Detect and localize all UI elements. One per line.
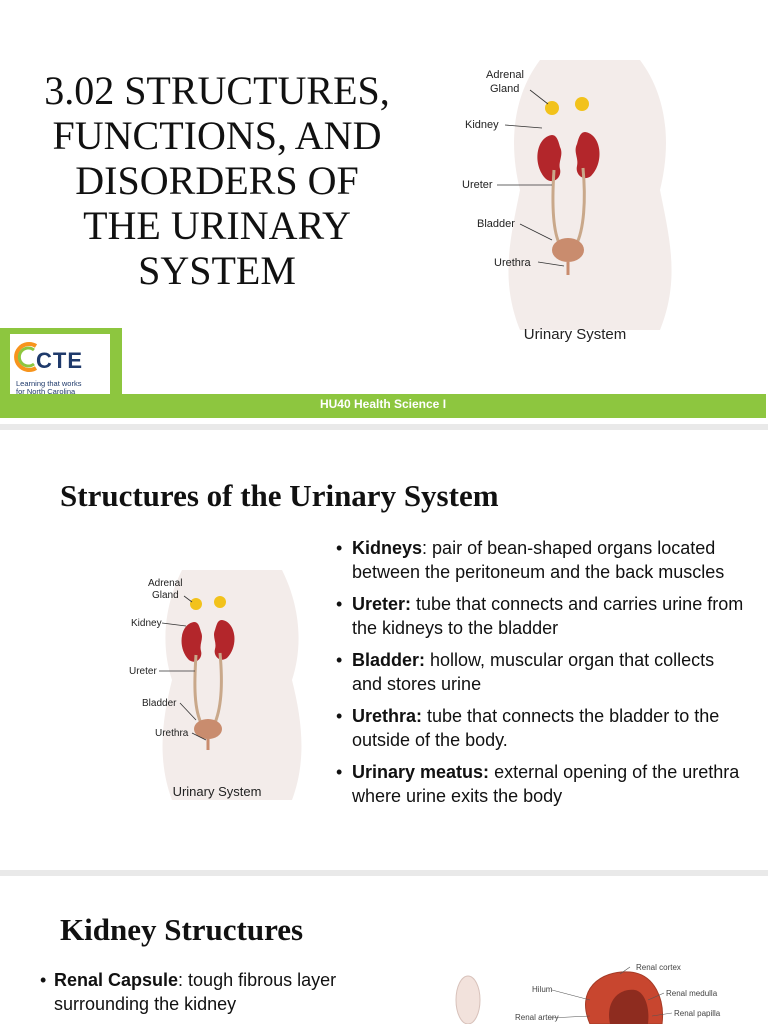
renal-medulla-shape — [609, 989, 649, 1024]
slide-title: Structures of the Urinary System — [60, 478, 499, 513]
left-kidney — [181, 622, 202, 662]
label-urethra: Urethra — [155, 728, 189, 739]
right-ureter — [574, 167, 586, 246]
label-renal-cortex: Renal cortex — [636, 963, 681, 972]
title-line: DISORDERS OF — [75, 158, 359, 203]
bladder — [552, 238, 584, 262]
label-kidney: Kidney — [465, 119, 499, 131]
label-renal-artery: Renal artery — [515, 1013, 559, 1022]
left-ureter — [551, 169, 562, 246]
adrenal-gland-left — [545, 101, 559, 115]
list-item: Ureter: tube that connects and carries u… — [336, 592, 746, 640]
left-ureter — [193, 654, 204, 726]
title-line: SYSTEM — [138, 248, 296, 293]
term: Kidneys — [352, 538, 423, 558]
structures-slide: Structures of the Urinary System Adrenal… — [0, 438, 768, 870]
logo-swirl-icon — [14, 342, 38, 372]
kidney-cross-section-illustration: Renal cortex Hilum Renal medulla Renal a… — [455, 963, 721, 1024]
label-bladder: Bladder — [477, 218, 515, 230]
term: Bladder: — [352, 650, 426, 670]
course-band: HU40 Health Science I — [0, 394, 766, 418]
urinary-system-illustration: Adrenal Gland Kidney Ureter Bladder Uret… — [462, 60, 672, 330]
adrenal-gland-right — [214, 596, 226, 608]
list-item: Urinary meatus: external opening of the … — [336, 760, 746, 808]
logo-tagline-1: Learning that works — [16, 379, 82, 388]
body-silhouette — [162, 570, 302, 800]
label-adrenal-1: Adrenal — [148, 578, 182, 589]
label-ureter: Ureter — [129, 666, 157, 677]
definition: tube that connects the bladder to the ou… — [352, 706, 720, 750]
definition: pair of bean-shaped organs located betwe… — [352, 538, 725, 582]
list-item: Renal Capsule: tough fibrous layer surro… — [40, 968, 414, 1016]
slide-divider — [0, 424, 768, 430]
body-outline — [455, 975, 481, 1024]
logo-tagline-2: for North Carolina — [16, 387, 76, 396]
figure-caption: Urinary System — [172, 784, 262, 799]
label-renal-papilla: Renal papilla — [674, 1009, 721, 1018]
term: Urethra: — [352, 706, 423, 726]
structure-list: Kidneys: pair of bean-shaped organs loca… — [336, 536, 746, 816]
body-silhouette — [508, 60, 672, 330]
definition: : tough fibrous layer surrounding the ki… — [54, 970, 337, 1014]
course-name: HU40 Health Science I — [319, 397, 447, 411]
slide-divider — [0, 870, 768, 876]
title-line: 3.02 STRUCTURES, — [44, 68, 390, 113]
right-ureter — [212, 652, 223, 726]
label-ureter: Ureter — [462, 179, 493, 191]
adrenal-gland-left — [190, 598, 202, 610]
adrenal-gland-right — [575, 97, 589, 111]
left-kidney — [537, 135, 562, 182]
label-urethra: Urethra — [494, 257, 532, 269]
list-item: Kidneys: pair of bean-shaped organs loca… — [336, 536, 746, 584]
definition: hollow, muscular organ that collects and… — [352, 650, 715, 694]
label-bladder: Bladder — [142, 698, 177, 709]
label-adrenal-1: Adrenal — [486, 69, 524, 81]
figure-caption: Urinary System — [523, 326, 627, 343]
slide-title: 3.02 STRUCTURES, FUNCTIONS, AND DISORDER… — [20, 68, 414, 293]
term-separator: : — [422, 538, 428, 558]
label-renal-medulla: Renal medulla — [666, 989, 718, 998]
slide-title: Kidney Structures — [60, 912, 304, 947]
urinary-system-illustration: Adrenal Gland Kidney Ureter Bladder Uret… — [129, 570, 302, 800]
title-line: FUNCTIONS, AND — [52, 113, 382, 158]
term: Ureter: — [352, 594, 412, 614]
right-kidney — [214, 620, 235, 660]
term: Renal Capsule — [54, 970, 179, 990]
label-hilum: Hilum — [532, 985, 553, 994]
definition: tube that connects and carries urine fro… — [352, 594, 744, 638]
kidney-structures-slide: Kidney Structures Renal Capsule: tough f… — [0, 880, 768, 1024]
title-line: THE URINARY — [83, 203, 351, 248]
right-kidney — [575, 132, 600, 179]
list-item: Urethra: tube that connects the bladder … — [336, 704, 746, 752]
logo-tagline: Learning that works for North Carolina — [16, 380, 81, 396]
label-adrenal-2: Gland — [152, 590, 179, 601]
label-kidney: Kidney — [131, 618, 162, 629]
definition: external opening of the urethra where ur… — [352, 762, 740, 806]
logo-name: CTE — [36, 348, 83, 373]
label-adrenal-2: Gland — [490, 83, 519, 95]
list-item: Bladder: hollow, muscular organ that col… — [336, 648, 746, 696]
bladder — [194, 719, 222, 739]
title-slide: 3.02 STRUCTURES, FUNCTIONS, AND DISORDER… — [0, 0, 768, 418]
term: Urinary meatus: — [352, 762, 490, 782]
